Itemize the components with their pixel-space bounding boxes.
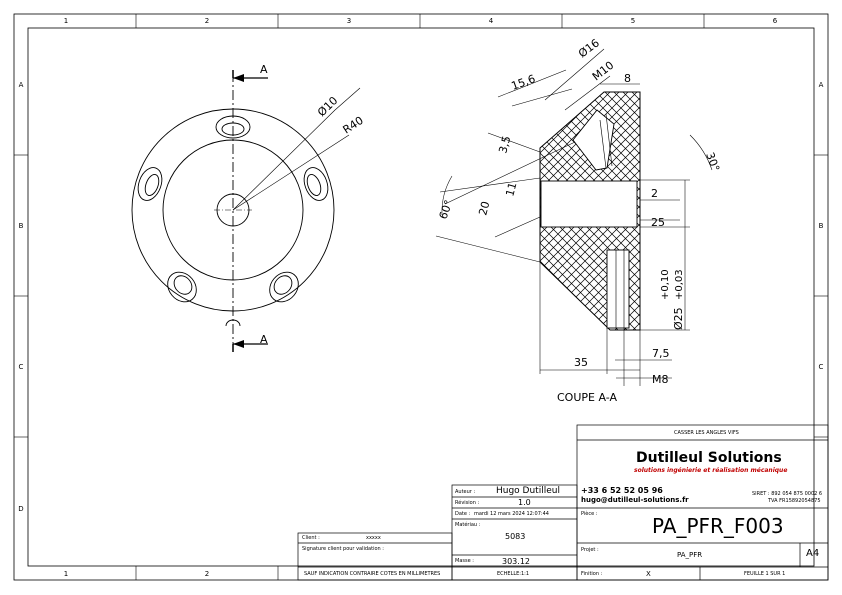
phone-number: +33 6 52 52 05 96 bbox=[581, 486, 663, 495]
units-note: SAUF INDICATION CONTRAIRE COTES EN MILLI… bbox=[304, 571, 441, 577]
section-title: COUPE A-A bbox=[557, 391, 617, 404]
email-address: hugo@dutilleul-solutions.fr bbox=[581, 496, 689, 504]
dim-label: M8 bbox=[652, 373, 669, 386]
col-label: 2 bbox=[205, 17, 209, 25]
scale: ECHELLE:1:1 bbox=[497, 571, 530, 577]
tolerance-label: +0,03 bbox=[674, 269, 685, 300]
company-name: Dutilleul Solutions bbox=[636, 450, 782, 466]
col-label: 2 bbox=[205, 570, 209, 578]
title-block-grid bbox=[297, 424, 829, 581]
paper-format: A4 bbox=[806, 548, 820, 559]
sheet-border bbox=[13, 13, 829, 581]
author-label: Auteur : bbox=[455, 489, 476, 495]
siret: SIRET : 892 054 875 0002 6 bbox=[752, 491, 823, 497]
tva: TVA FR15892054875 bbox=[768, 498, 821, 504]
dim-label: 30° bbox=[703, 151, 722, 174]
dim-label: Ø25 bbox=[672, 307, 685, 330]
col-label: 3 bbox=[347, 17, 351, 25]
section-letter: A bbox=[260, 63, 268, 76]
date-label: Date : bbox=[455, 511, 471, 517]
row-label: C bbox=[19, 363, 24, 371]
revision: 1.0 bbox=[518, 498, 531, 507]
row-label: B bbox=[19, 222, 24, 230]
mass-label: Masse : bbox=[455, 558, 474, 564]
dim-label: 20 bbox=[476, 200, 492, 217]
client-label: Client : bbox=[302, 535, 320, 541]
dim-label: M10 bbox=[590, 59, 617, 84]
dim-label: 60° bbox=[437, 198, 456, 221]
section-marker-bottom bbox=[232, 340, 268, 352]
dim-label: 8 bbox=[624, 72, 631, 85]
dim-label: 11 bbox=[503, 181, 519, 198]
piece-label: Pièce : bbox=[581, 511, 598, 517]
author: Hugo Dutilleul bbox=[496, 486, 560, 496]
col-label: 4 bbox=[489, 17, 494, 25]
mass: 303.12 bbox=[502, 557, 530, 566]
row-label: A bbox=[19, 81, 24, 89]
dim-label: 25 bbox=[651, 216, 665, 229]
row-label: A bbox=[819, 81, 824, 89]
column-ticks bbox=[14, 14, 828, 580]
counterbore-hole bbox=[137, 167, 163, 201]
col-label: 5 bbox=[631, 17, 635, 25]
row-labels: A B C D A B C bbox=[18, 81, 823, 513]
revision-label: Révision : bbox=[455, 500, 480, 506]
counterbore-hole bbox=[167, 271, 197, 303]
material: 5083 bbox=[505, 532, 526, 541]
column-labels: 1 2 3 4 5 6 1 2 bbox=[64, 17, 778, 578]
hole-diameter-label: Ø10 bbox=[315, 94, 340, 119]
section-marker-top bbox=[232, 70, 268, 82]
dim-label: 3,5 bbox=[496, 135, 513, 155]
piece-name: PA_PFR_F003 bbox=[652, 514, 784, 538]
col-label: 1 bbox=[64, 17, 68, 25]
finish: X bbox=[646, 570, 651, 578]
section-letter: A bbox=[260, 333, 268, 346]
sheet-number: FEUILLE 1 SUR 1 bbox=[744, 571, 786, 577]
row-label: D bbox=[18, 505, 23, 513]
company-tagline: solutions ingénierie et réalisation méca… bbox=[634, 467, 788, 474]
radius-label: R40 bbox=[341, 114, 366, 137]
finish-label: Finition : bbox=[581, 571, 603, 577]
counterbore-hole bbox=[303, 167, 329, 201]
row-label: C bbox=[819, 363, 824, 371]
signature-label: Signature client pour validation : bbox=[302, 546, 384, 552]
tolerance-label: +0,10 bbox=[660, 269, 671, 300]
project-name: PA_PFR bbox=[677, 551, 703, 559]
front-view bbox=[131, 72, 361, 350]
dim-label: 2 bbox=[651, 187, 658, 200]
note-text: CASSER LES ANGLES VIFS bbox=[674, 430, 739, 436]
counterbore-hole bbox=[269, 271, 299, 303]
client: xxxxx bbox=[366, 535, 381, 541]
col-label: 6 bbox=[773, 17, 778, 25]
counterbore-hole bbox=[215, 115, 251, 139]
project-label: Projet : bbox=[581, 547, 599, 553]
col-label: 1 bbox=[64, 570, 68, 578]
dim-label: Ø16 bbox=[576, 36, 602, 60]
date: mardi 12 mars 2024 12:07:44 bbox=[474, 511, 549, 517]
material-label: Matériau : bbox=[455, 522, 481, 528]
dim-label: 15,6 bbox=[510, 72, 537, 93]
section-view: Ø16 15,6 M10 8 3,5 11 20 60° 30° 2 25 +0… bbox=[435, 36, 722, 404]
dim-label: 7,5 bbox=[652, 347, 670, 360]
dim-label: 35 bbox=[574, 356, 588, 369]
row-label: B bbox=[819, 222, 824, 230]
